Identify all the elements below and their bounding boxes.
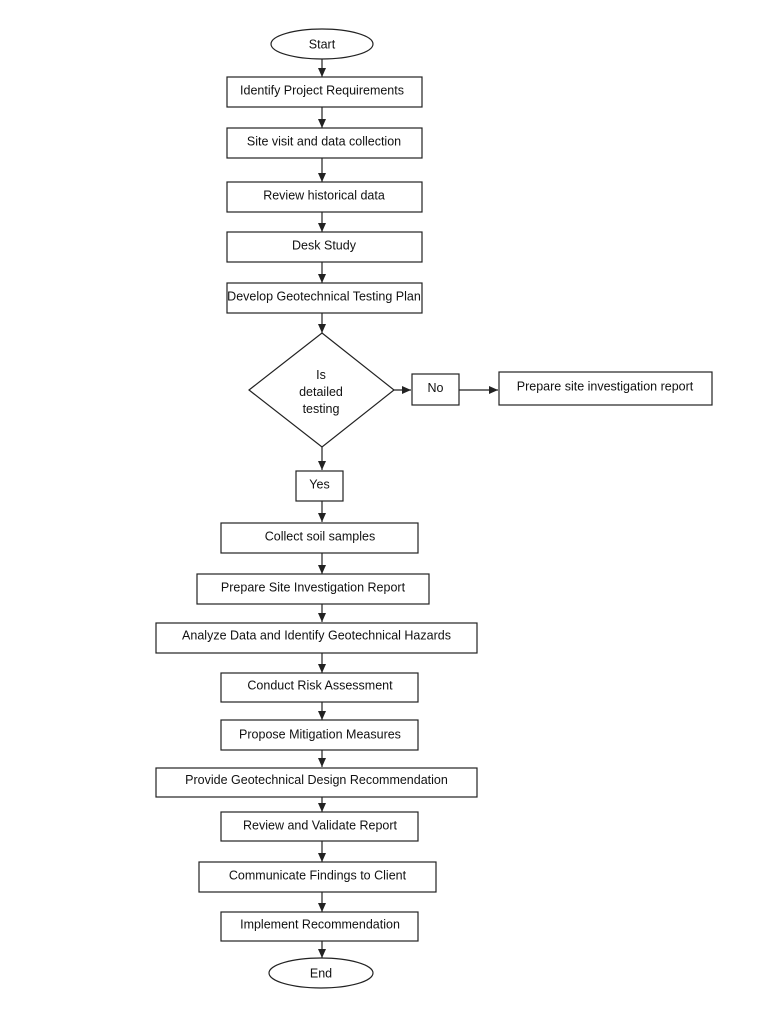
step-label: Site visit and data collection xyxy=(247,135,401,149)
process-step: Develop Geotechnical Testing Plan xyxy=(226,282,423,314)
step-label: Collect soil samples xyxy=(265,530,375,544)
step-label: Prepare Site Investigation Report xyxy=(221,581,406,595)
decision-line: testing xyxy=(303,402,340,416)
step-label: Prepare site investigation report xyxy=(517,380,694,394)
step-label: Communicate Findings to Client xyxy=(229,869,407,883)
process-step: Desk Study xyxy=(226,231,423,263)
step-label: Provide Geotechnical Design Recommendati… xyxy=(185,773,448,787)
step-label: Review and Validate Report xyxy=(243,819,398,833)
yes-label: Yes xyxy=(309,478,329,492)
decision-line: detailed xyxy=(299,385,343,399)
process-step: Prepare Site Investigation Report xyxy=(196,573,430,605)
process-step: Provide Geotechnical Design Recommendati… xyxy=(155,767,478,798)
step-label: Propose Mitigation Measures xyxy=(239,728,401,742)
process-step: Analyze Data and Identify Geotechnical H… xyxy=(155,622,478,654)
step-label: Analyze Data and Identify Geotechnical H… xyxy=(182,629,451,643)
step-label: Review historical data xyxy=(263,189,385,203)
no-label: No xyxy=(428,381,444,395)
decision-node: Is detailed testing xyxy=(248,332,395,448)
process-step: Review and Validate Report xyxy=(220,811,419,842)
process-step: Identify Project Requirements xyxy=(226,76,423,108)
process-step: Review historical data xyxy=(226,181,423,213)
process-step: Communicate Findings to Client xyxy=(198,861,437,893)
end-node: End xyxy=(268,957,374,989)
process-step: Implement Recommendation xyxy=(220,911,419,942)
connectors xyxy=(318,59,498,958)
step-label: Develop Geotechnical Testing Plan xyxy=(227,290,421,304)
start-node: Start xyxy=(270,28,374,60)
start-label: Start xyxy=(309,38,336,52)
yes-branch-label: Yes xyxy=(295,470,344,502)
step-label: Desk Study xyxy=(292,239,357,253)
no-branch-step: Prepare site investigation report xyxy=(498,371,713,406)
decision-line: Is xyxy=(316,368,326,382)
end-label: End xyxy=(310,967,332,981)
process-step: Propose Mitigation Measures xyxy=(220,719,419,751)
no-branch-label: No xyxy=(411,373,460,406)
step-label: Identify Project Requirements xyxy=(240,84,404,98)
process-step: Site visit and data collection xyxy=(226,127,423,159)
process-step: Collect soil samples xyxy=(220,522,419,554)
step-label: Implement Recommendation xyxy=(240,918,400,932)
process-step: Conduct Risk Assessment xyxy=(220,672,419,703)
step-label: Conduct Risk Assessment xyxy=(247,679,393,693)
